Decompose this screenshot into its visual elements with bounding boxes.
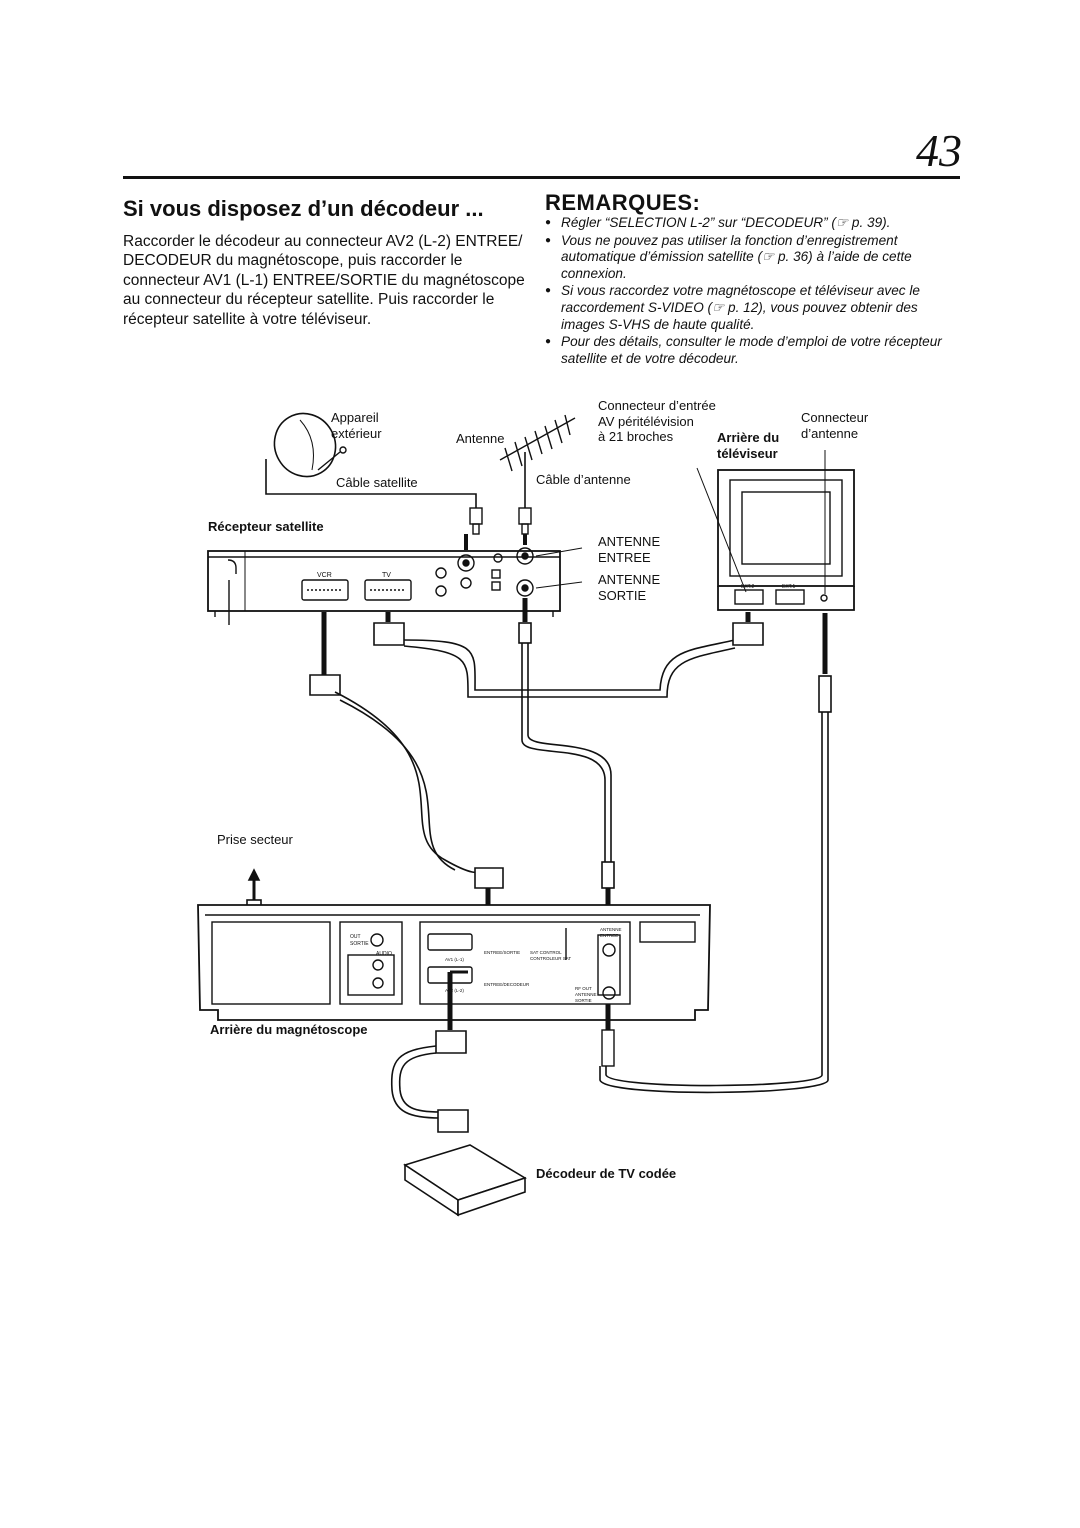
antenna-out-label: ANTENNE SORTIE bbox=[598, 572, 661, 603]
satellite-receiver-device: VCR TV bbox=[207, 547, 583, 625]
vcr-out-label: OUT bbox=[350, 934, 361, 940]
vcr-antenna-in-label: ANTENNE bbox=[600, 927, 622, 932]
decoder-label: Décodeur de TV codée bbox=[536, 1166, 677, 1181]
section-title: Si vous disposez d’un décodeur ... bbox=[123, 196, 484, 221]
vcr-rf-out-label: SORTIE bbox=[575, 998, 592, 1003]
vcr-sat-control-label: SAT CONTROL bbox=[530, 950, 562, 955]
tv-device: EXT.2 EXT.1 bbox=[696, 450, 855, 611]
power-outlet-label: Prise secteur bbox=[217, 832, 293, 847]
tv-back-label: Arrière du téléviseur bbox=[717, 430, 780, 461]
coax-cable bbox=[518, 598, 615, 940]
antenna-cable-label: Câble d’antenne bbox=[536, 472, 631, 487]
antenna-icon bbox=[499, 414, 576, 508]
antenna-connector-label: Connecteur d’antenne bbox=[801, 410, 869, 441]
vcr-sortie-label: SORTIE bbox=[350, 941, 369, 947]
satellite-cable-label: Câble satellite bbox=[336, 475, 418, 490]
vcr-av1-sub-label: ENTREE/SORTIE bbox=[484, 950, 520, 955]
vcr-av1-label: AV1 (L-1) bbox=[445, 957, 464, 962]
notes-heading: REMARQUES: bbox=[545, 190, 701, 215]
note-item: Pour des détails, consulter le mode d’em… bbox=[545, 334, 960, 367]
receiver-tv-label: TV bbox=[382, 572, 391, 579]
vcr-device: OUT SORTIE AUDIO AV1 (L-1) ENTREE/SORTIE… bbox=[197, 904, 711, 1021]
receiver-vcr-label: VCR bbox=[317, 572, 332, 579]
note-item: Régler “SELECTION L-2” sur “DECODEUR” (☞… bbox=[545, 215, 960, 232]
connection-arrow-icon bbox=[464, 534, 527, 550]
vcr-back-label: Arrière du magnétoscope bbox=[210, 1022, 368, 1037]
scart-cable bbox=[373, 612, 764, 698]
page-number: 43 bbox=[916, 125, 962, 176]
note-item: Si vous raccordez votre magnétoscope et … bbox=[545, 283, 960, 333]
vcr-av2-sub-label: ENTREE/DECODEUR bbox=[484, 982, 530, 987]
antenna-in-label: ANTENNE ENTREE bbox=[598, 534, 661, 565]
scart-cable bbox=[309, 612, 504, 942]
notes-list: Régler “SELECTION L-2” sur “DECODEUR” (☞… bbox=[545, 215, 960, 368]
vcr-audio-label: AUDIO bbox=[376, 951, 392, 957]
vcr-av2-label: AV2 (L-2) bbox=[445, 988, 464, 993]
vcr-antenna-in-label: ENTREE bbox=[600, 933, 618, 938]
vcr-sat-control-label: CONTROLEUR SAT bbox=[530, 956, 571, 961]
vcr-rf-out-label: RF OUT bbox=[575, 986, 592, 991]
satellite-dish-icon bbox=[265, 412, 477, 508]
satellite-receiver-label: Récepteur satellite bbox=[208, 519, 324, 534]
tv-ext1-label: EXT.1 bbox=[782, 584, 796, 590]
header-rule bbox=[123, 176, 960, 179]
scart-input-label: Connecteur d’entrée AV péritélévision à … bbox=[598, 398, 716, 444]
intro-paragraph: Raccorder le décodeur au connecteur AV2 … bbox=[123, 233, 525, 328]
decoder-device bbox=[403, 1144, 527, 1217]
coax-plug-icon bbox=[469, 507, 532, 535]
tv-ext2-label: EXT.2 bbox=[741, 584, 755, 590]
note-item: Vous ne pouvez pas utiliser la fonction … bbox=[545, 233, 960, 283]
coax-plug-icon bbox=[601, 1004, 615, 1067]
coax-cable bbox=[599, 613, 832, 1094]
scart-cable bbox=[390, 970, 469, 1133]
vcr-rf-out-label: ANTENNE bbox=[575, 992, 597, 997]
antenna-label: Antenne bbox=[456, 431, 505, 446]
dish-label: Appareil extérieur bbox=[331, 410, 382, 441]
